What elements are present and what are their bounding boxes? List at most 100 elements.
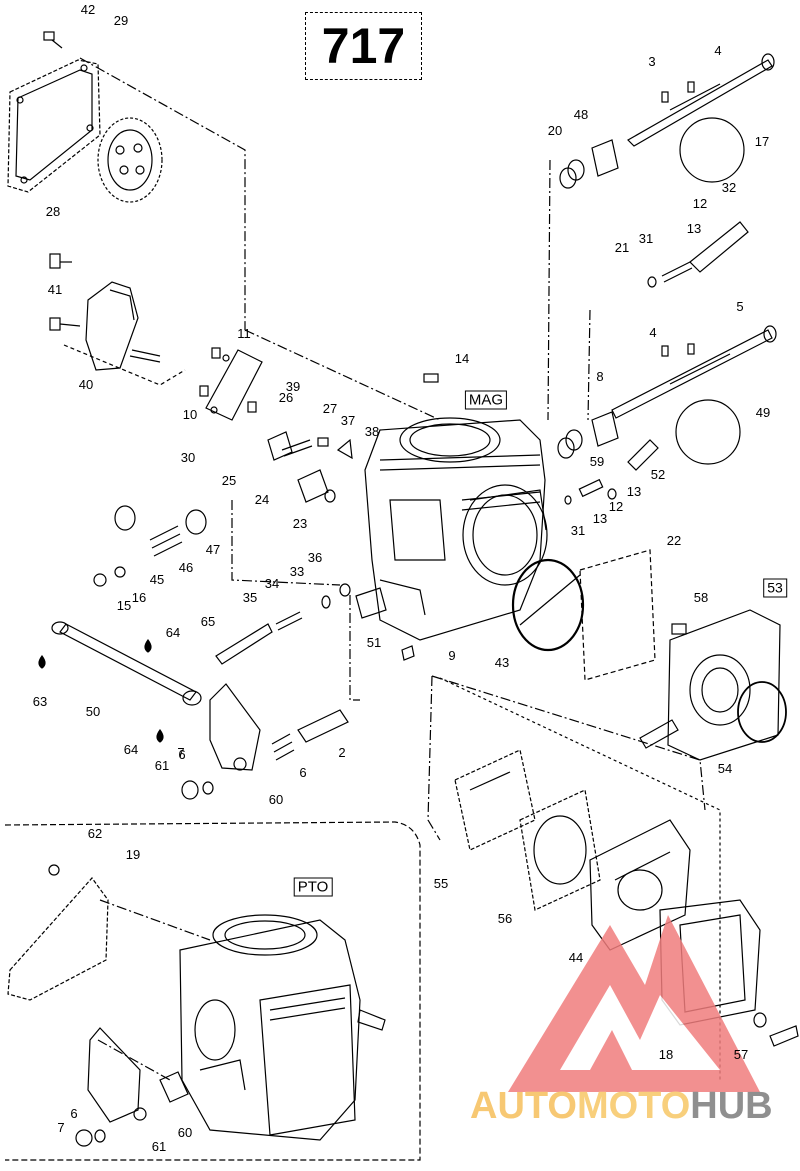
throttle-shaft-19 xyxy=(627,53,775,147)
callout-35: 35 xyxy=(242,590,258,605)
throttle-shaft-21 xyxy=(611,325,777,419)
callout-3: 3 xyxy=(648,54,656,69)
callout-56: 56 xyxy=(497,911,513,926)
callout-21: 21 xyxy=(614,240,630,255)
callout-47: 47 xyxy=(205,542,221,557)
callout-29: 29 xyxy=(113,13,129,28)
tag-part-53: 53 xyxy=(763,578,787,598)
callout-8: 8 xyxy=(596,369,604,384)
callout-63: 63 xyxy=(32,694,48,709)
callout-17: 17 xyxy=(754,134,770,149)
callout-30: 30 xyxy=(180,450,196,465)
callout-4: 4 xyxy=(714,43,722,58)
watermark-auto: AUTO xyxy=(470,1085,577,1127)
callout-22: 22 xyxy=(666,533,682,548)
callout-54: 54 xyxy=(717,761,733,776)
callout-57: 57 xyxy=(733,1047,749,1062)
cover-56 xyxy=(589,819,691,951)
callout-20: 20 xyxy=(547,123,563,138)
callout-49: 49 xyxy=(755,405,771,420)
callout-61: 61 xyxy=(154,758,170,773)
callout-62: 62 xyxy=(87,826,103,841)
callout-18: 18 xyxy=(658,1047,674,1062)
callout-13-repeat: 13 xyxy=(626,484,642,499)
diaphragm-55 xyxy=(519,789,601,911)
screws-4-mid xyxy=(661,343,695,357)
callout-39: 39 xyxy=(285,379,301,394)
callout-52: 52 xyxy=(650,467,666,482)
oil-drop-64b xyxy=(156,728,164,743)
carburetor-body-pto xyxy=(179,914,386,1141)
oil-drop-65 xyxy=(144,638,152,653)
callout-65: 65 xyxy=(200,614,216,629)
callout-31-repeat: 31 xyxy=(570,523,586,538)
small-parts-24-27 xyxy=(267,373,439,503)
carburetor-body-mag xyxy=(364,417,548,641)
callout-14: 14 xyxy=(454,351,470,366)
callout-59: 59 xyxy=(589,454,605,469)
callout-24: 24 xyxy=(254,492,270,507)
lever-61-pto xyxy=(75,1027,147,1147)
bottom-right-region-border xyxy=(439,677,721,1080)
callout-26: 26 xyxy=(278,390,294,405)
screw-42 xyxy=(43,31,63,49)
rings-17-20 xyxy=(559,139,619,189)
callout-6: 6 xyxy=(299,765,307,780)
gasket-54 xyxy=(454,749,536,851)
callout-46: 46 xyxy=(178,560,194,575)
linkage-rod-63 xyxy=(51,621,202,706)
callout-11: 11 xyxy=(237,326,251,341)
callout-6-repeat: 6 xyxy=(70,1106,78,1121)
callout-43: 43 xyxy=(494,655,510,670)
callout-12: 12 xyxy=(692,196,708,211)
watermark-logo-triangle xyxy=(508,915,760,1092)
callout-27: 27 xyxy=(322,401,338,416)
callout-2: 2 xyxy=(338,745,346,760)
callout-44: 44 xyxy=(568,950,584,965)
callout-12-repeat: 12 xyxy=(608,499,624,514)
butterfly-5 xyxy=(675,399,741,465)
callout-23: 23 xyxy=(292,516,308,531)
callout-58: 58 xyxy=(693,590,709,605)
callout-51: 51 xyxy=(366,635,382,650)
callout-31: 31 xyxy=(638,231,654,246)
callout-13-repeat: 13 xyxy=(592,511,608,526)
callout-64: 64 xyxy=(165,625,181,640)
butterfly-3 xyxy=(679,117,745,183)
watermark-hub: HUB xyxy=(690,1085,773,1127)
spring-2-plunger-50 xyxy=(271,709,349,761)
callout-45: 45 xyxy=(149,572,165,587)
callout-19: 19 xyxy=(125,847,141,862)
diagram-code: 717 xyxy=(305,12,422,80)
tag-pto: PTO xyxy=(293,877,333,897)
adjuster-screw-32 xyxy=(647,221,749,288)
callout-5: 5 xyxy=(736,299,744,314)
plate-52 xyxy=(579,549,656,681)
tag-mag: MAG xyxy=(464,390,508,410)
gasket-62 xyxy=(7,864,109,1001)
callout-48: 48 xyxy=(573,107,589,122)
screws-4-top xyxy=(661,81,695,103)
callout-55: 55 xyxy=(433,876,449,891)
callout-4-repeat: 4 xyxy=(649,325,657,340)
callout-10: 10 xyxy=(182,407,198,422)
callout-37: 37 xyxy=(340,413,356,428)
callout-15: 15 xyxy=(116,598,132,613)
watermark-moto: MOTO xyxy=(576,1085,691,1127)
callout-41: 41 xyxy=(47,282,63,297)
fuel-pump-53 xyxy=(639,609,787,761)
callout-38: 38 xyxy=(364,424,380,439)
callout-34: 34 xyxy=(264,576,280,591)
callout-50: 50 xyxy=(85,704,101,719)
needle-parts-33-36 xyxy=(215,583,351,665)
callout-7-repeat: 7 xyxy=(57,1120,65,1135)
callout-36: 36 xyxy=(307,550,323,565)
bracket-60-pto xyxy=(159,1071,189,1103)
callout-42: 42 xyxy=(80,2,96,17)
cover-plate-29 xyxy=(7,59,101,193)
oil-drop-64a xyxy=(38,654,46,669)
gasket-30 xyxy=(199,347,263,421)
callout-32: 32 xyxy=(721,180,737,195)
